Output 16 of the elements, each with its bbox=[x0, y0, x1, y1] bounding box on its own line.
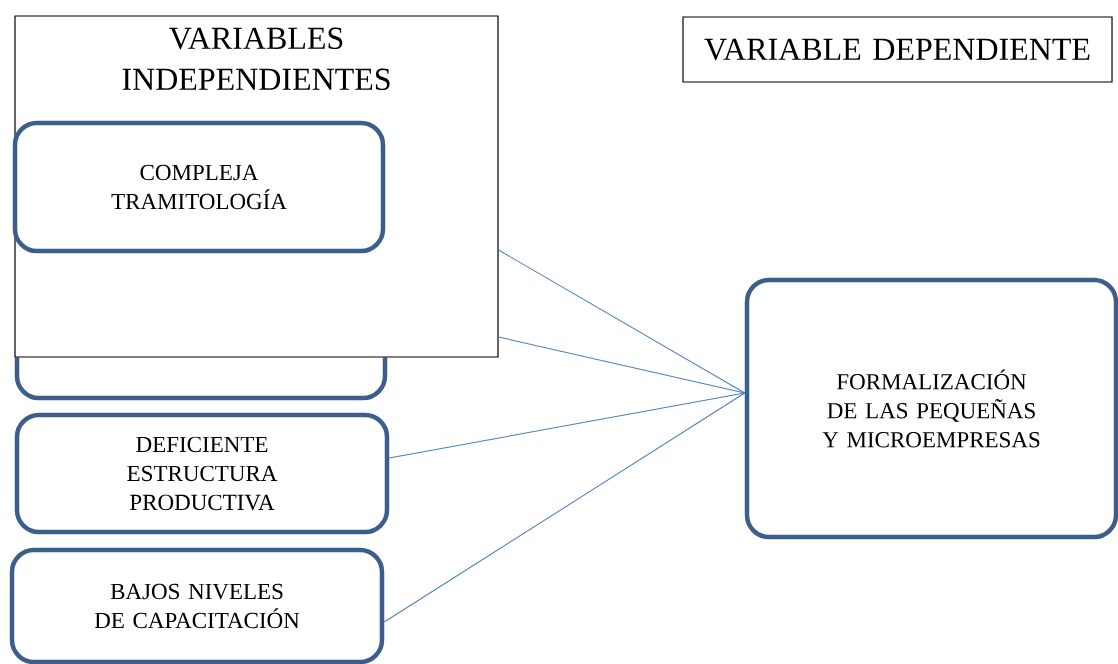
rounded-box bbox=[14, 412, 390, 535]
box-label: VARIABLE DEPENDIENTE bbox=[704, 38, 1090, 61]
rounded-box bbox=[744, 277, 1118, 540]
connector-line bbox=[498, 249, 746, 394]
box-label: DEFICIENTE ESTRUCTURA PRODUCTIVA bbox=[127, 436, 278, 511]
box-label: COMPLEJA TRAMITOLOGÍA bbox=[111, 164, 287, 210]
connector-line bbox=[498, 336, 746, 394]
connector-line bbox=[383, 392, 746, 623]
rounded-box bbox=[12, 120, 386, 254]
box-label: FORMALIZACIÓN DE LAS PEQUEÑAS Y MICROEMPRESAS bbox=[822, 369, 1040, 448]
rounded-box bbox=[9, 547, 385, 664]
title-box bbox=[682, 16, 1113, 83]
box-label: BAJOS NIVELES DE CAPACITACIÓN bbox=[94, 583, 300, 629]
box bbox=[14, 357, 388, 401]
heading: VARIABLES INDEPENDIENTES bbox=[122, 27, 390, 91]
connector-line bbox=[388, 392, 746, 459]
